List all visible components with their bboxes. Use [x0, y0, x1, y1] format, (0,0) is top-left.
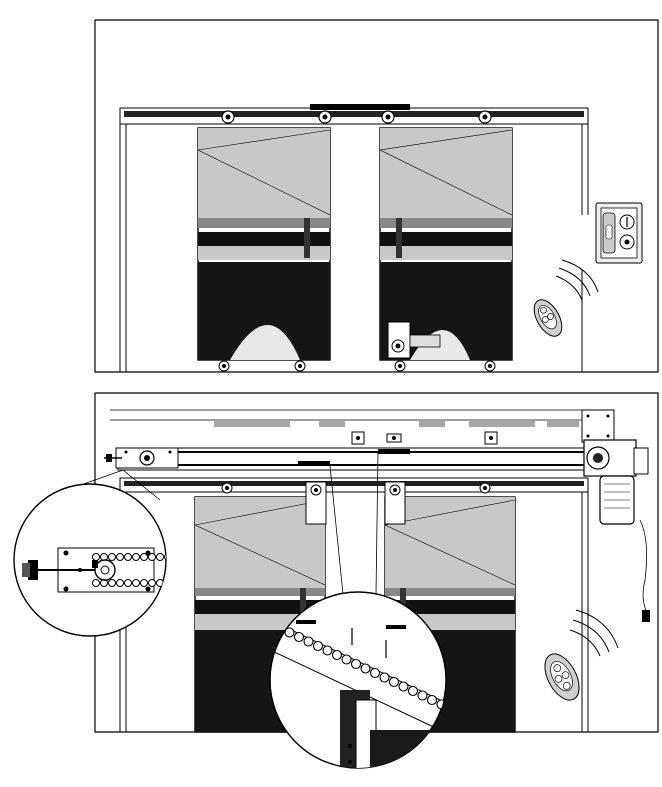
top-door-left	[197, 127, 331, 361]
top-floor-motor	[387, 321, 441, 359]
bottom-door-rail	[119, 477, 589, 493]
remote-icon	[544, 653, 580, 701]
remote-icon	[533, 299, 563, 337]
gear-rack	[214, 421, 579, 427]
top-bottom-guides	[218, 360, 496, 372]
switch-icon	[595, 202, 643, 264]
detail-chain-clamp	[269, 591, 447, 769]
top-rollers	[221, 110, 492, 124]
rail-brackets	[351, 431, 498, 445]
top-door-right	[379, 127, 513, 361]
top-panel	[94, 19, 659, 373]
signal-arcs-icon	[555, 259, 599, 301]
gear-motor	[581, 409, 650, 622]
chain-rail	[117, 447, 589, 471]
top-rail	[119, 104, 589, 125]
signal-arcs-icon	[569, 609, 619, 657]
top-panel-frame	[94, 19, 659, 373]
chain-tensioner	[104, 447, 179, 469]
detail-chain-tensioner	[13, 483, 167, 637]
